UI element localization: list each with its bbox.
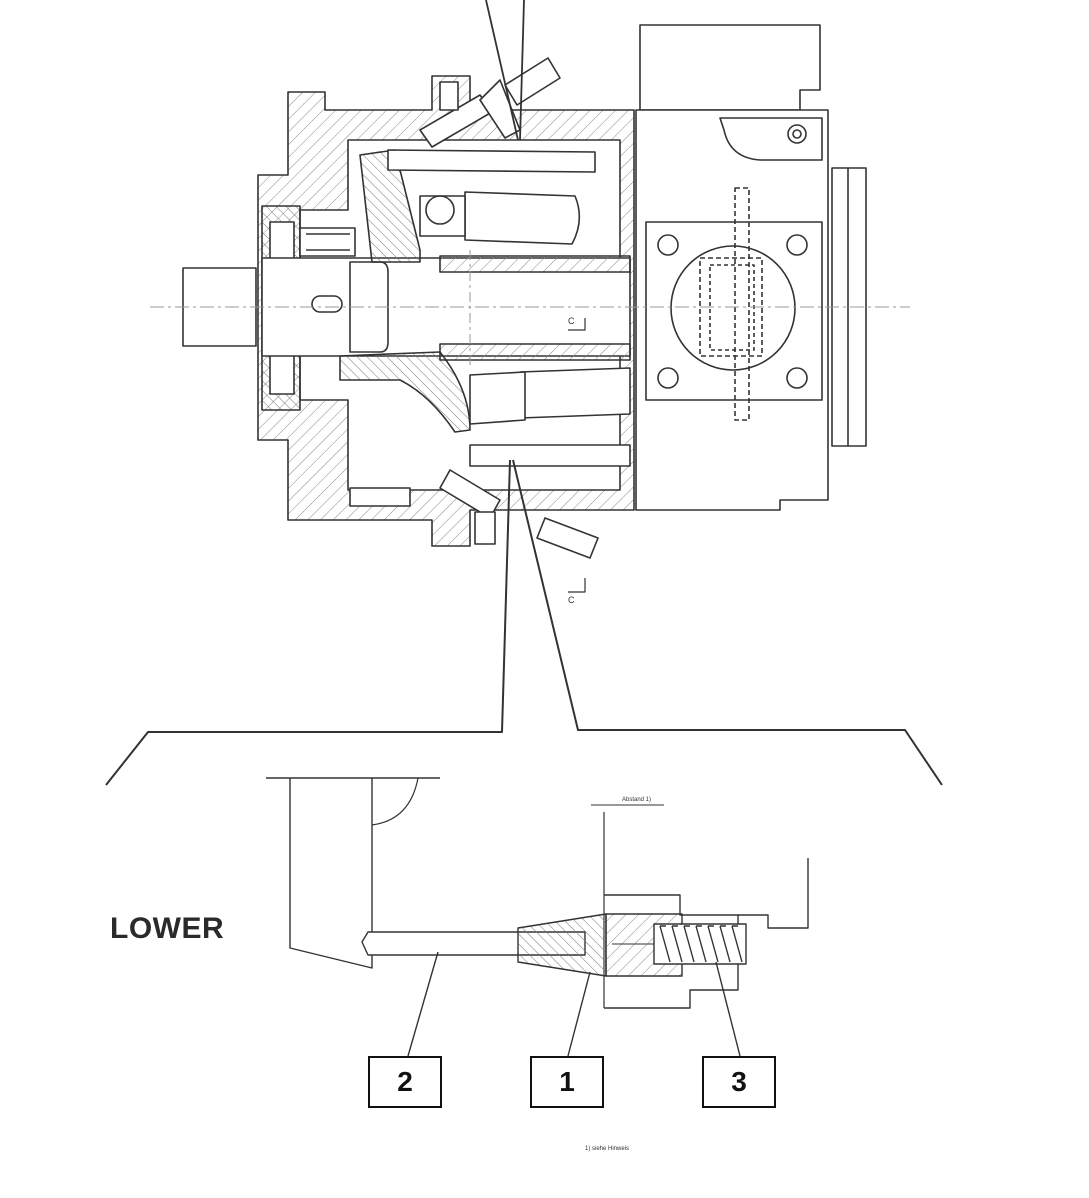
flange-bolt-3 [657, 367, 679, 389]
angled-bolt-bottom-2 [536, 517, 599, 559]
flange-bolt-4 [786, 367, 808, 389]
callout-1: 1 [530, 1056, 604, 1108]
piston-lower [519, 367, 631, 419]
leader-top-2 [519, 0, 525, 141]
detail-spring [653, 923, 747, 965]
leader-1 [567, 971, 591, 1057]
port-plate-screw [787, 124, 807, 144]
rod-lower [469, 444, 631, 467]
port-block-top [639, 24, 821, 111]
dimension-note: Abstand 1) [622, 797, 652, 803]
end-cap [831, 167, 867, 447]
rod-upper [387, 149, 596, 173]
leader-3 [715, 961, 741, 1057]
flange-bolt-2 [786, 234, 808, 256]
footnote: 1) siehe Hinweis [585, 1146, 630, 1152]
leader-2 [407, 951, 439, 1057]
detail-sleeve [517, 913, 607, 977]
piston-upper [464, 191, 581, 245]
cylinder-block [439, 255, 631, 273]
callout-3: 3 [702, 1056, 776, 1108]
flange-port-circle [670, 245, 796, 371]
section-mark-lower: C [568, 595, 575, 605]
detail-housing [289, 778, 373, 969]
callout-2: 2 [368, 1056, 442, 1108]
angled-bolt-top-2 [504, 57, 561, 106]
section-mark-upper: C [568, 316, 575, 326]
swash-lower [339, 351, 471, 433]
detail-frame [105, 459, 511, 786]
port-plate-inner [719, 117, 823, 161]
flange-bolt-1 [657, 234, 679, 256]
leader-top-1 [485, 0, 519, 141]
detail-label: LOWER [110, 912, 225, 945]
